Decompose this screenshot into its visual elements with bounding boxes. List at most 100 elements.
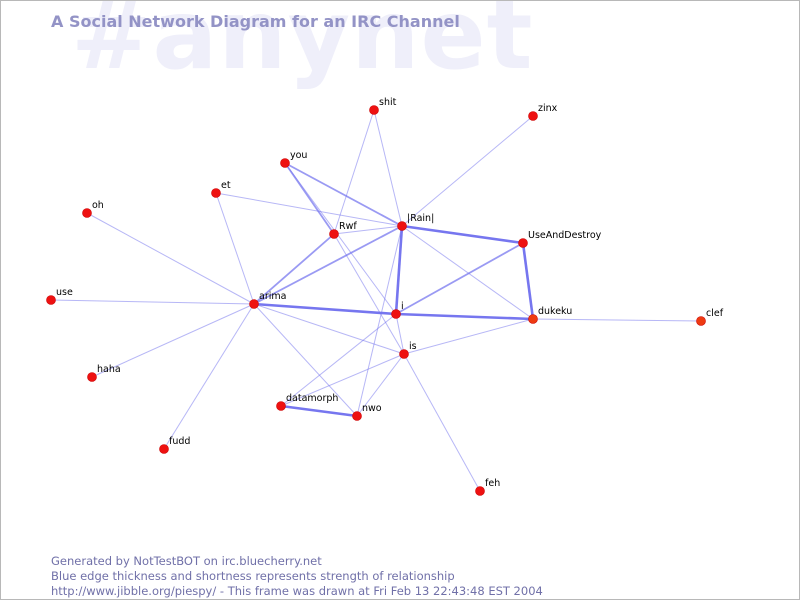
- node-useanddestroy: UseAndDestroy: [518, 230, 602, 248]
- edge-rain-useanddestroy: [401, 224, 524, 245]
- node-label-is: is: [409, 341, 417, 352]
- edge-you-rain: [284, 162, 403, 227]
- diagram-title: A Social Network Diagram for an IRC Chan…: [51, 12, 460, 31]
- node-dot-you: [280, 158, 290, 168]
- node-label-rain: |Rain|: [407, 213, 434, 224]
- node-feh: feh: [475, 478, 500, 496]
- footer-url-timestamp: http://www.jibble.org/piespy/ - This fra…: [51, 584, 543, 598]
- node-is: is: [399, 341, 417, 359]
- edge-haha-arima: [91, 303, 255, 378]
- footer-generated-by: Generated by NotTestBOT on irc.bluecherr…: [51, 554, 322, 568]
- node-label-zinx: zinx: [538, 103, 558, 114]
- edge-rwf-is: [333, 233, 405, 355]
- edge-useanddestroy-dukeku: [521, 242, 535, 320]
- edge-i-dukeku: [395, 312, 534, 321]
- node-datamorph: datamorph: [276, 393, 338, 411]
- node-dot-fudd: [159, 444, 169, 454]
- node-oh: oh: [82, 200, 104, 218]
- footer: Generated by NotTestBOT on irc.bluecherr…: [51, 554, 543, 599]
- node-et: et: [211, 180, 231, 198]
- node-dot-use: [46, 295, 56, 305]
- edge-is-nwo: [356, 353, 405, 417]
- node-dot-is: [399, 349, 409, 359]
- node-clef: clef: [696, 308, 724, 326]
- edge-rwf-rain: [333, 225, 403, 235]
- node-rwf: Rwf: [329, 221, 357, 239]
- edge-rain-dukeku: [401, 225, 534, 320]
- edge-et-rain: [215, 192, 403, 227]
- edge-arima-rwf: [253, 233, 335, 305]
- node-shit: shit: [369, 97, 397, 115]
- node-dot-rain: [397, 221, 407, 231]
- node-dot-et: [211, 188, 221, 198]
- node-label-you: you: [290, 150, 307, 161]
- edge-oh-arima: [86, 212, 255, 305]
- node-label-et: et: [221, 180, 231, 191]
- node-dot-dukeku: [528, 314, 538, 324]
- node-label-fudd: fudd: [169, 436, 190, 447]
- node-dot-nwo: [352, 411, 362, 421]
- edge-is-datamorph: [280, 353, 405, 407]
- node-dot-oh: [82, 208, 92, 218]
- node-label-feh: feh: [485, 478, 500, 489]
- node-label-clef: clef: [706, 308, 724, 319]
- node-label-rwf: Rwf: [339, 221, 357, 232]
- node-dot-rwf: [329, 229, 339, 239]
- node-zinx: zinx: [528, 103, 558, 121]
- node-dot-haha: [87, 372, 97, 382]
- node-dot-i: [391, 309, 401, 319]
- edge-shit-rain: [373, 109, 403, 227]
- node-you: you: [280, 150, 307, 168]
- edge-arima-rain: [253, 225, 403, 305]
- node-fudd: fudd: [159, 436, 190, 454]
- edge-arima-i: [253, 302, 397, 316]
- edge-fudd-arima: [163, 303, 255, 450]
- node-dukeku: dukeku: [528, 306, 572, 324]
- node-label-oh: oh: [92, 200, 104, 211]
- edge-zinx-rain: [401, 115, 534, 227]
- footer-legend-note: Blue edge thickness and shortness repres…: [51, 569, 455, 583]
- edge-dukeku-is: [403, 318, 534, 355]
- edge-is-feh: [403, 353, 481, 492]
- node-dot-zinx: [528, 111, 538, 121]
- node-label-dukeku: dukeku: [538, 306, 572, 317]
- node-label-nwo: nwo: [362, 403, 382, 414]
- edge-dukeku-clef: [532, 318, 702, 322]
- edge-useanddestroy-i: [395, 242, 524, 315]
- edge-shit-rwf: [333, 109, 375, 235]
- edge-arima-is: [253, 303, 405, 355]
- node-dot-useanddestroy: [518, 238, 528, 248]
- node-label-i: i: [401, 301, 404, 312]
- node-label-use: use: [56, 287, 73, 298]
- node-dot-arima: [249, 299, 259, 309]
- edge-you-i: [284, 162, 397, 315]
- edge-layer: [50, 109, 702, 492]
- node-dot-shit: [369, 105, 379, 115]
- node-label-arima: arima: [259, 291, 286, 302]
- node-arima: arima: [249, 291, 286, 309]
- node-label-datamorph: datamorph: [286, 393, 338, 404]
- edge-et-arima: [215, 192, 255, 305]
- node-dot-clef: [696, 316, 706, 326]
- channel-watermark: #anynet: [71, 0, 534, 91]
- node-haha: haha: [87, 364, 121, 382]
- edge-rain-i: [394, 225, 404, 315]
- edge-i-datamorph: [280, 313, 397, 407]
- edge-datamorph-nwo: [280, 404, 358, 418]
- edge-i-is: [395, 313, 405, 355]
- node-dot-datamorph: [276, 401, 286, 411]
- edge-use-arima: [50, 299, 255, 305]
- edge-arima-nwo: [253, 303, 358, 417]
- node-rain: |Rain|: [397, 213, 434, 231]
- edge-rain-nwo: [356, 225, 403, 417]
- node-nwo: nwo: [352, 403, 382, 421]
- node-dot-feh: [475, 486, 485, 496]
- node-label-haha: haha: [97, 364, 121, 375]
- node-use: use: [46, 287, 73, 305]
- node-label-useanddestroy: UseAndDestroy: [528, 230, 602, 241]
- node-label-shit: shit: [379, 97, 397, 108]
- node-i: i: [391, 301, 404, 319]
